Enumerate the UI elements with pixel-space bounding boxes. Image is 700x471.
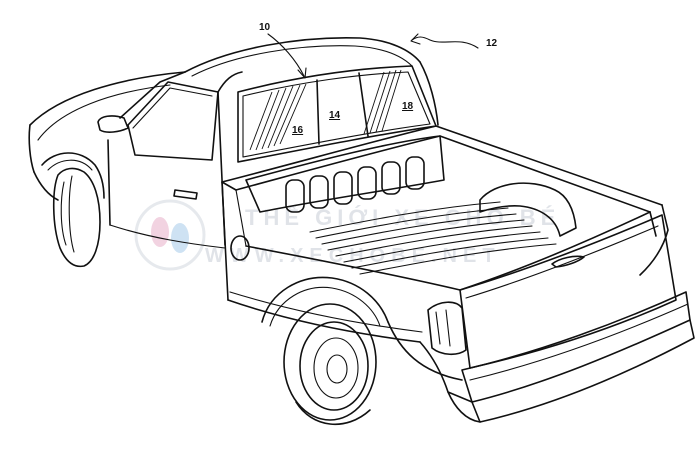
callout-12: 12 [410, 33, 498, 49]
cab [97, 36, 439, 249]
reference-label-18: 18 [402, 101, 414, 112]
reference-label-10: 10 [259, 22, 271, 33]
reference-label-12: 12 [486, 38, 498, 49]
rear-bumper-corner [419, 341, 481, 423]
right-pane-hatching [363, 69, 402, 135]
watermark-line-1: THẾ GIỚI XE CHO BÉ [245, 205, 560, 230]
rear-wheel [283, 303, 377, 425]
rear-lower-body [227, 276, 463, 381]
front-wheel [52, 167, 101, 268]
reference-label-14: 14 [329, 110, 341, 121]
truck-bed [221, 125, 669, 301]
rear-window [237, 65, 437, 163]
bulkhead-slots [285, 156, 425, 213]
tail-light [427, 301, 467, 356]
reference-label-16: 16 [292, 125, 304, 136]
left-pane-hatching [249, 83, 307, 151]
front-body [28, 71, 186, 201]
watermark-logo-icon [134, 199, 206, 271]
watermark: THẾ GIỚI XE CHO BÉ WWW.XECHOBE.NET [134, 199, 560, 271]
callout-10: 10 [259, 22, 307, 79]
watermark-line-2: WWW.XECHOBE.NET [205, 245, 501, 267]
tailgate [459, 214, 695, 423]
